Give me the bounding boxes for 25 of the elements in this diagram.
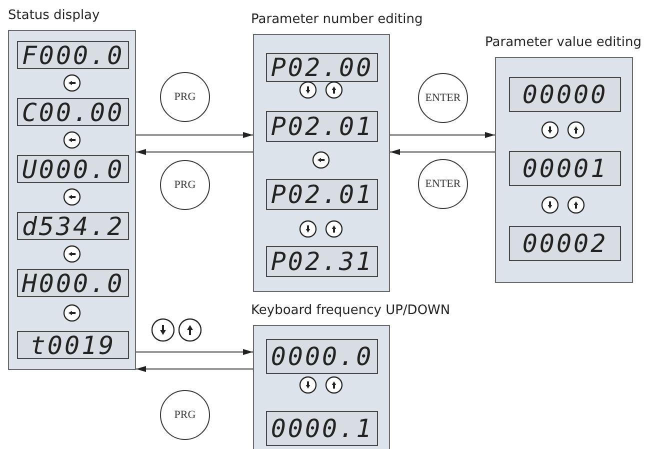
panel-title: Parameter number editing xyxy=(251,11,423,29)
segment-display: 0000.0 xyxy=(266,339,378,374)
segment-display: P02.01 xyxy=(266,179,378,210)
arrow xyxy=(136,132,254,138)
arrow xyxy=(390,132,496,138)
segment-display: 0000.1 xyxy=(266,411,378,446)
segment-display: 00000 xyxy=(509,77,621,112)
segment-display: H000.0 xyxy=(17,269,129,297)
arrow xyxy=(136,149,254,155)
segment-display: F000.0 xyxy=(17,41,129,69)
segment-display: P02.01 xyxy=(266,111,378,142)
arrow xyxy=(136,349,254,355)
segment-display: d534.2 xyxy=(17,212,129,240)
panel-title: Keyboard frequency UP/DOWN xyxy=(251,302,450,320)
segment-display: U000.0 xyxy=(17,155,129,183)
arrow xyxy=(390,149,496,155)
segment-display: P02.31 xyxy=(266,246,378,277)
segment-display: C00.00 xyxy=(17,98,129,126)
segment-display: P02.00 xyxy=(266,53,378,82)
segment-display: 00002 xyxy=(509,226,621,261)
segment-display: t0019 xyxy=(17,331,129,359)
panel-title: Parameter value editing xyxy=(485,34,642,52)
panel-title: Status display xyxy=(8,7,100,25)
arrow xyxy=(136,366,254,372)
segment-display: 00001 xyxy=(509,151,621,186)
